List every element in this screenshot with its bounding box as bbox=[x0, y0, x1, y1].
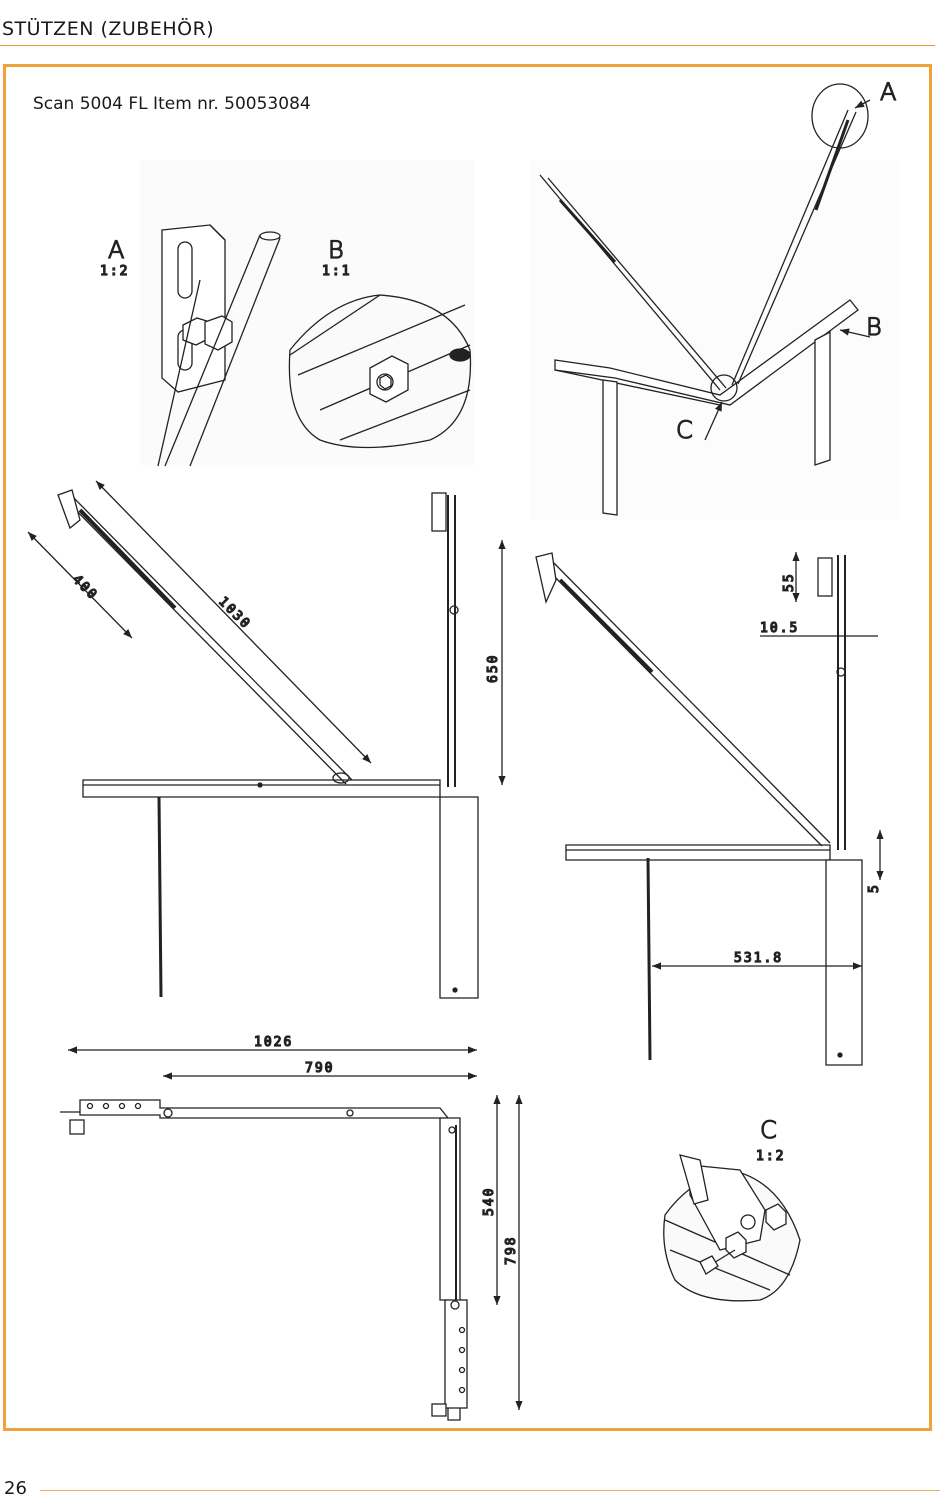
detail-b-scale: 1:1 bbox=[322, 264, 351, 279]
callout-a: A bbox=[880, 78, 896, 106]
detail-b-label: B bbox=[328, 236, 344, 264]
dim-55: 55 bbox=[782, 572, 797, 592]
side-view-open bbox=[57, 489, 479, 999]
page-title: STÜTZEN (ZUBEHÖR) bbox=[2, 18, 215, 40]
dim-798: 798 bbox=[504, 1236, 519, 1265]
dim-1026: 1026 bbox=[254, 1035, 293, 1050]
page-number: 26 bbox=[4, 1478, 27, 1499]
dim-540: 540 bbox=[482, 1187, 497, 1216]
dim-400: 400 bbox=[69, 572, 100, 603]
dim-790: 790 bbox=[305, 1061, 334, 1076]
dim-5: 5 bbox=[867, 883, 882, 893]
detail-a-scale: 1:2 bbox=[100, 264, 129, 279]
dim-531-8: 531.8 bbox=[734, 951, 783, 966]
dim-10-5: 10.5 bbox=[760, 621, 799, 636]
drawing-caption: Scan 5004 FL Item nr. 50053084 bbox=[33, 94, 311, 114]
side-view-folded bbox=[535, 552, 863, 1066]
callout-b: B bbox=[866, 313, 882, 341]
detail-c-scale: 1:2 bbox=[756, 1149, 785, 1164]
drawing-frame bbox=[3, 64, 932, 1431]
callout-c: C bbox=[676, 416, 693, 444]
header-rule bbox=[0, 45, 935, 46]
detail-c-view bbox=[663, 1154, 801, 1302]
detail-c-label: C bbox=[760, 1116, 777, 1144]
footer-rule bbox=[40, 1490, 940, 1491]
dim-1030: 1030 bbox=[215, 594, 253, 632]
top-view bbox=[60, 1099, 468, 1421]
isometric-view bbox=[530, 83, 900, 520]
dim-650: 650 bbox=[486, 654, 501, 683]
detail-b-view bbox=[288, 294, 472, 449]
detail-a-label: A bbox=[108, 236, 124, 264]
